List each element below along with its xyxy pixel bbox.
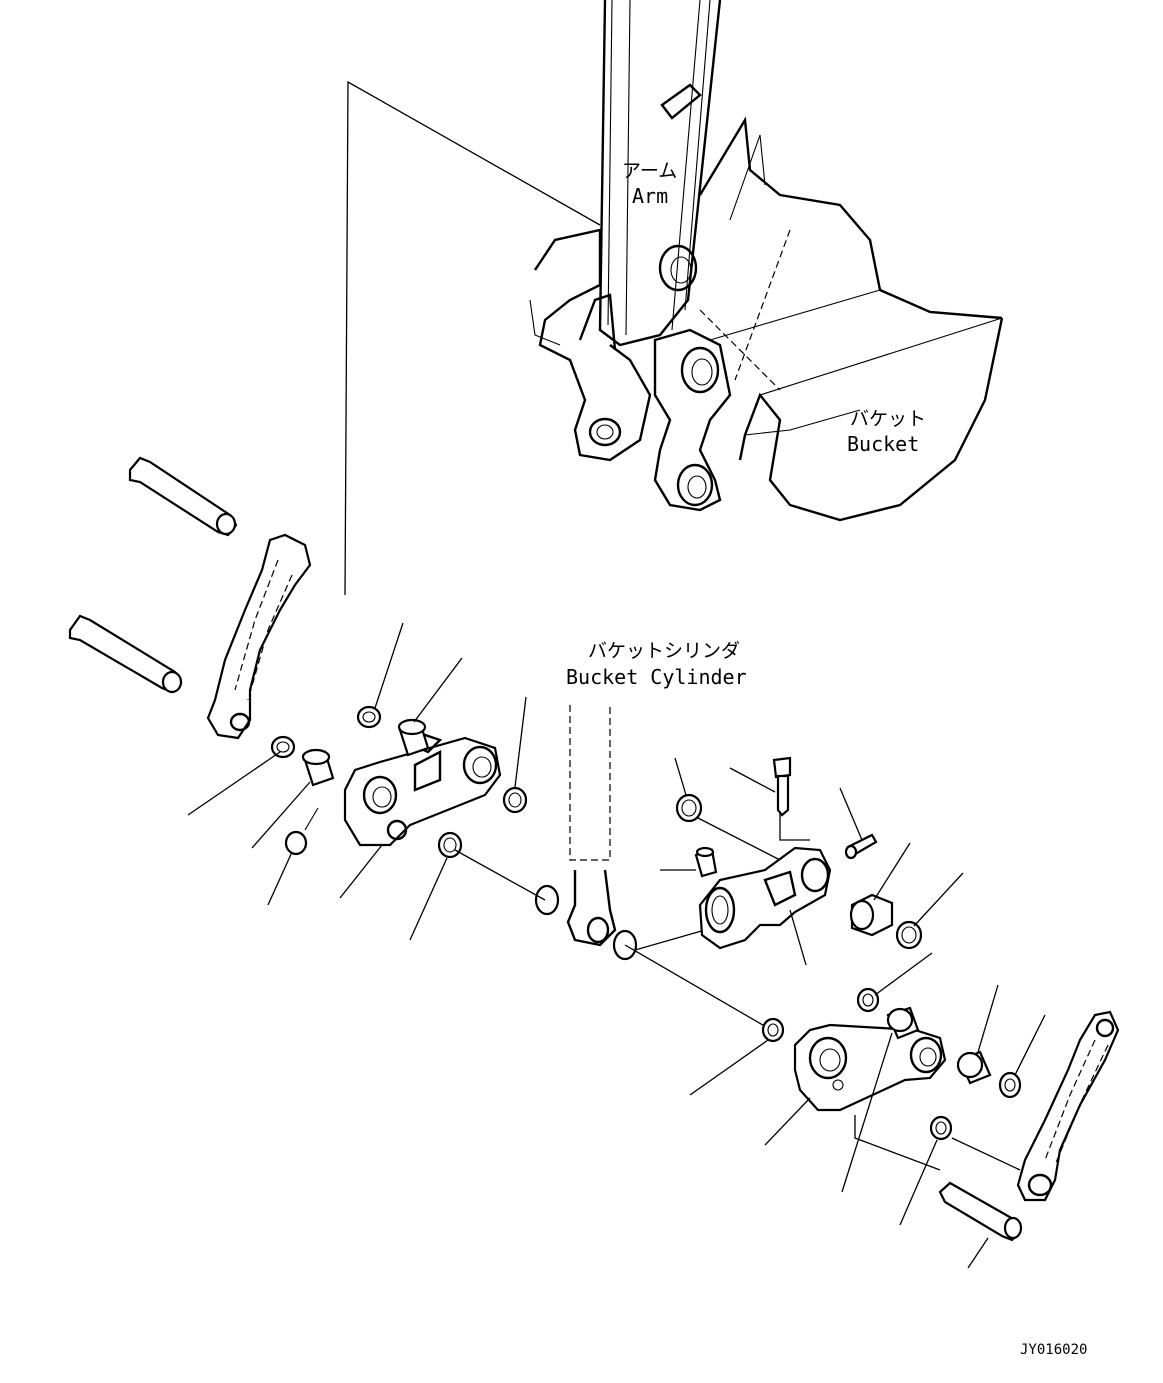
bucket-label-en: Bucket — [847, 432, 919, 456]
reference-line-right — [854, 1115, 1021, 1171]
yoke-assembly — [694, 756, 878, 950]
bushings-left — [270, 705, 528, 859]
bucket-cylinder-label-en: Bucket Cylinder — [566, 665, 747, 689]
pin-upper — [128, 456, 238, 537]
bucket-assembly — [653, 116, 1004, 522]
arm-label-en: Arm — [632, 184, 668, 208]
side-link-left — [206, 533, 312, 740]
axis-line-center — [454, 849, 781, 1036]
drawing-code: JY016020 — [1020, 1342, 1087, 1358]
link-plate-left — [343, 733, 502, 847]
link-plate-right — [793, 1023, 947, 1112]
arm-assembly — [529, 0, 722, 462]
bucket-label-jp: バケット — [850, 408, 926, 430]
bucket-cylinder-label-jp: バケットシリンダ — [588, 640, 740, 662]
pin-lower — [68, 614, 183, 694]
bushings-right-upper — [675, 793, 923, 950]
bucket-cylinder — [534, 705, 638, 961]
bushings-right-lower — [761, 987, 1022, 1141]
pin-right — [938, 1181, 1023, 1242]
leader-lines — [187, 622, 1046, 1269]
side-link-right — [1016, 1010, 1120, 1202]
reference-line — [344, 80, 601, 596]
arm-label-jp: アーム — [622, 160, 677, 182]
